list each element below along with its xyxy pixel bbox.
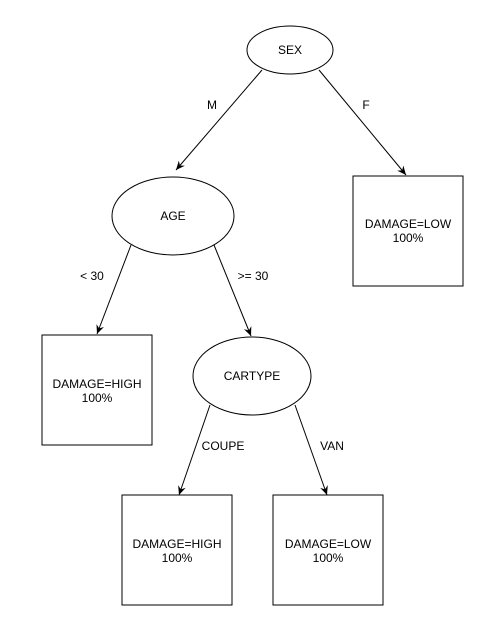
- edge-label-f: F: [362, 98, 369, 112]
- edge-age-lt30: [96, 244, 132, 335]
- node-age: AGE: [111, 176, 235, 256]
- edge-age-ge30: [213, 244, 252, 337]
- leaf-coupe-damage-high: DAMAGE=HIGH 100%: [121, 494, 233, 606]
- edge-label-van: VAN: [320, 439, 344, 453]
- node-sex-label: SEX: [278, 43, 302, 57]
- leaf-f-line1: DAMAGE=LOW: [365, 217, 452, 231]
- leaf-van-damage-low: DAMAGE=LOW 100%: [272, 494, 384, 606]
- leaf-age-lt30-line2: 100%: [82, 391, 113, 405]
- edge-label-coupe: COUPE: [202, 439, 245, 453]
- node-sex: SEX: [246, 25, 334, 75]
- leaf-coupe-line1: DAMAGE=HIGH: [132, 537, 221, 551]
- edge-cartype-coupe: [178, 404, 211, 496]
- leaf-f-line2: 100%: [393, 231, 424, 245]
- edge-label-ge30: >= 30: [238, 269, 269, 283]
- leaf-coupe-line2: 100%: [162, 551, 193, 565]
- edge-label-m: M: [207, 98, 217, 112]
- leaf-f-damage-low: DAMAGE=LOW 100%: [352, 175, 464, 287]
- edge-sex-f: [318, 69, 407, 176]
- node-age-label: AGE: [160, 209, 185, 223]
- leaf-age-lt30-damage-high: DAMAGE=HIGH 100%: [41, 334, 153, 446]
- edge-sex-m: [175, 69, 263, 171]
- node-cartype: CARTYPE: [192, 336, 312, 416]
- node-cartype-label: CARTYPE: [224, 369, 280, 383]
- edge-label-lt30: < 30: [80, 269, 104, 283]
- leaf-age-lt30-line1: DAMAGE=HIGH: [52, 377, 141, 391]
- leaf-van-line1: DAMAGE=LOW: [285, 537, 372, 551]
- leaf-van-line2: 100%: [313, 551, 344, 565]
- edge-cartype-van: [294, 404, 328, 496]
